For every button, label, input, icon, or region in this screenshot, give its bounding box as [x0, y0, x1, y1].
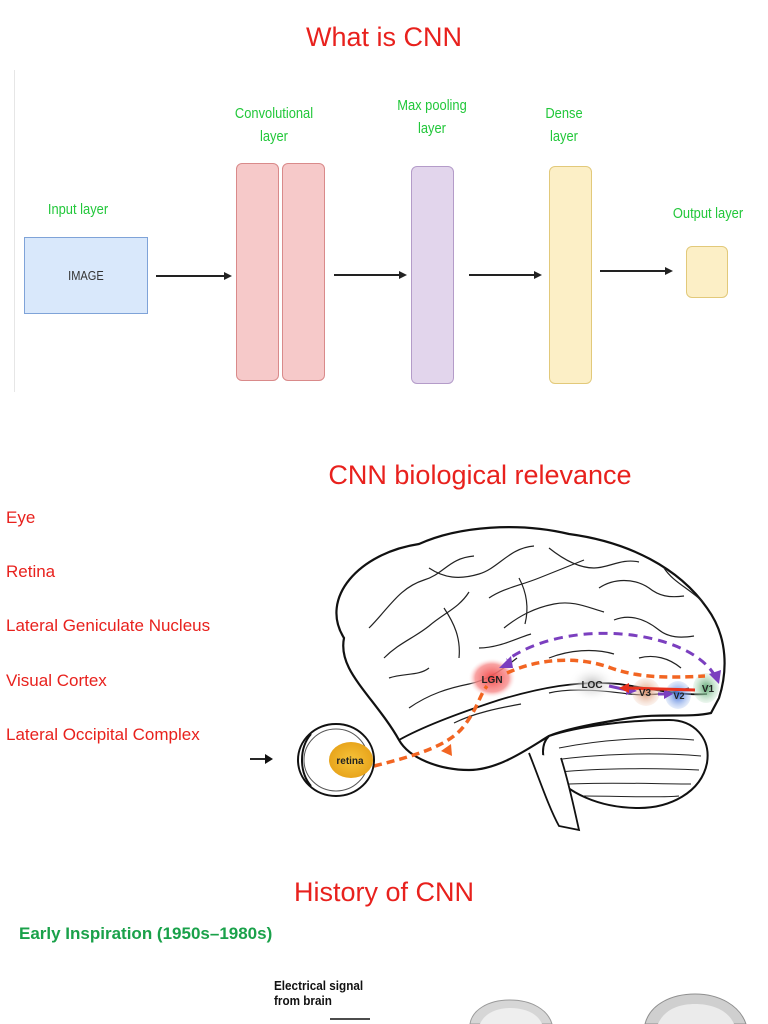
arrow-to-retina [250, 754, 273, 764]
label-v2: V2 [673, 691, 684, 701]
dense-layer-label: Dense layer [530, 102, 599, 149]
signal-arrow [330, 1018, 370, 1020]
diagram-left-edge [14, 70, 15, 392]
arrow-conv-to-pool [334, 274, 400, 276]
title-what-is-cnn: What is CNN [305, 22, 462, 52]
arrow-dense-to-output [600, 270, 666, 272]
conv-layer-block-2 [282, 163, 325, 381]
conv-layer-block-1 [236, 163, 279, 381]
retina-region [329, 742, 373, 778]
v3-region [632, 678, 660, 706]
label-lgn: LGN [481, 675, 502, 686]
list-item-eye: Eye [6, 508, 36, 527]
max-pool-layer-block [411, 166, 454, 384]
brain-illustration: LGN LOC V3 V2 V1 retina [297, 526, 726, 832]
label-retina: retina [336, 756, 364, 767]
list-item-loc: Lateral Occipital Complex [6, 725, 200, 744]
arrow-head-1 [224, 271, 232, 280]
label-v3: V3 [639, 688, 652, 699]
output-layer-label: Output layer [672, 205, 744, 222]
label-v1: V1 [702, 684, 715, 695]
pool-layer-label: Max pooling layer [389, 94, 475, 141]
conv-label-line1: Convolutional [234, 105, 314, 122]
scientist-portraits [469, 993, 747, 1024]
loc-region [568, 666, 616, 702]
v1-region [693, 673, 719, 703]
pool-label-line2: layer [418, 120, 446, 138]
dense-label-line2: layer [550, 128, 578, 146]
feedforward-pathway-retina-lgn [373, 684, 489, 768]
conv-layer-label: Convolutional layer [222, 102, 325, 149]
output-layer-block [686, 246, 728, 298]
figure-caption-line1: Electrical signal [274, 978, 364, 993]
title-history: History of CNN [293, 877, 475, 907]
input-layer-label: Input layer [47, 201, 109, 218]
conv-label-line2: layer [260, 128, 288, 146]
dense-label-line1: Dense [545, 105, 583, 122]
dense-layer-block [549, 166, 592, 384]
brain-visual-pathway-figure: LGN LOC V3 V2 V1 retina [249, 508, 749, 843]
list-item-visual-cortex: Visual Cortex [6, 671, 107, 690]
image-box-text: IMAGE [68, 268, 104, 283]
brain-gyri [368, 545, 705, 724]
arrow-head-3 [534, 270, 542, 279]
figure-caption-line2: from brain [274, 993, 332, 1008]
pool-label-line1: Max pooling [397, 97, 467, 114]
history-subtitle: Early Inspiration (1950s–1980s) [19, 924, 273, 943]
history-figure: Electrical signal from brain [0, 970, 768, 1024]
title-biological-relevance: CNN biological relevance [328, 460, 632, 490]
feedforward-pathway-cortex [506, 658, 706, 679]
list-item-retina: Retina [6, 562, 56, 581]
list-item-lgn: Lateral Geniculate Nucleus [6, 616, 211, 635]
cnn-architecture-diagram: Input layer IMAGE Convolutional layer Ma… [14, 70, 758, 392]
label-loc: LOC [581, 680, 602, 691]
arrow-head-2 [399, 270, 407, 279]
arrow-head-4 [665, 266, 673, 275]
arrow-pool-to-dense [469, 274, 535, 276]
feedback-pathway [506, 631, 717, 677]
image-input-box: IMAGE [24, 237, 148, 314]
figure-caption: Electrical signal from brain [274, 978, 363, 1008]
arrow-image-to-conv [156, 275, 226, 277]
